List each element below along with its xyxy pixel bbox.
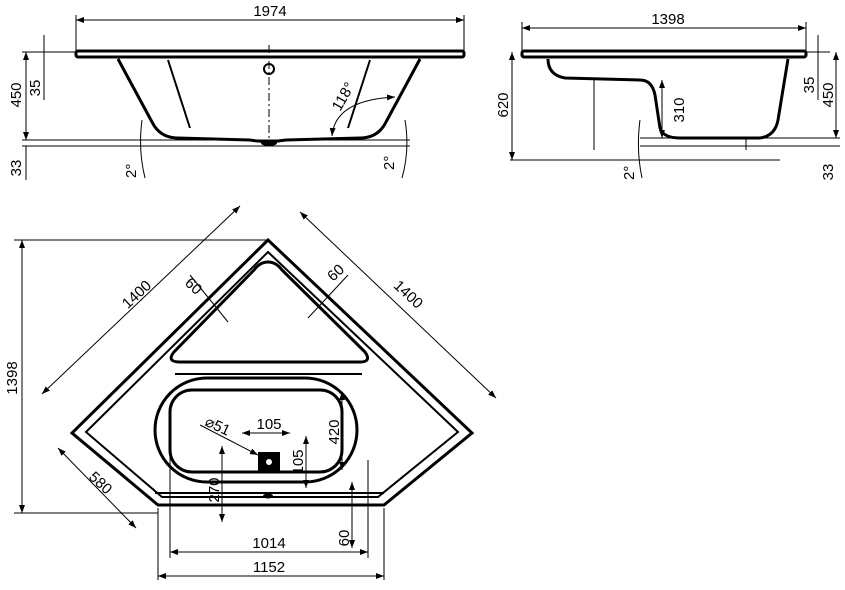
dim-side-width: 1398: [651, 11, 684, 28]
rim: [74, 49, 466, 59]
front-view: 1974 450 35 33 118° 2° 2°: [8, 3, 466, 180]
outer-outline: [69, 237, 475, 507]
basin-outer: [153, 376, 359, 484]
dim-side-slope: 2°: [621, 166, 638, 180]
side-tub-body: [546, 58, 790, 140]
side-view: 1398 620 310 35 450 33 2°: [495, 11, 840, 180]
dim-side-feet: 33: [820, 164, 837, 181]
dim-basin-width: 420: [326, 419, 343, 444]
dim-slope-right: 2°: [381, 156, 398, 170]
dim-inner-length: 1014: [252, 535, 285, 552]
dim-corner-side: 580: [85, 468, 115, 498]
dim-rim: 35: [27, 80, 44, 97]
dim-drain-diameter: ⌀51: [202, 413, 232, 439]
dim-side-left: 1400: [119, 277, 155, 312]
dim-height: 450: [8, 82, 25, 107]
dim-drain-offset: 270: [206, 477, 223, 502]
dim-front-width: 1152: [253, 559, 285, 576]
dim-drain-x: 105: [256, 416, 281, 433]
dim-side-rim: 35: [801, 77, 818, 94]
dim-front-rim: 60: [336, 530, 353, 547]
dim-seat-right: 60: [324, 261, 348, 285]
dim-drain-y: 105: [290, 449, 307, 474]
dim-side-total: 620: [495, 92, 512, 117]
dim-side-height: 450: [820, 82, 837, 107]
dim-seat-left: 60: [181, 274, 205, 298]
dim-side-right: 1400: [390, 277, 426, 312]
dim-slope-left: 2°: [123, 164, 140, 178]
dim-depth: 1398: [4, 361, 21, 394]
dim-width: 1974: [253, 3, 286, 20]
seat-triangle: [169, 260, 370, 364]
dim-step: 310: [671, 97, 688, 122]
dim-feet: 33: [8, 160, 25, 177]
top-view: 1400 1400 60 60 1398 580 ⌀51 105 105 420…: [4, 205, 497, 580]
